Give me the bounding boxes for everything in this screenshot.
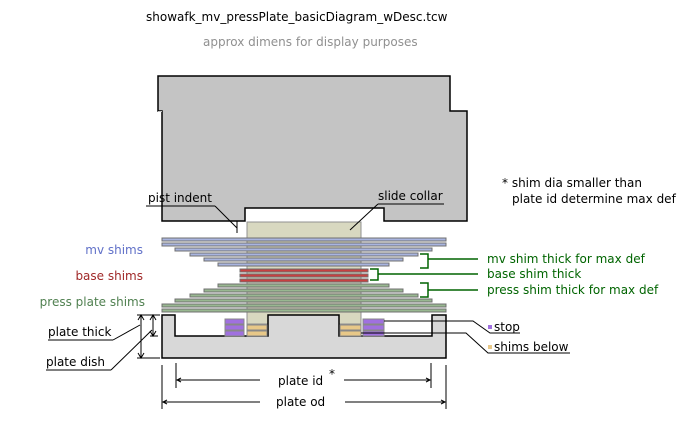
leader-plate-dish [110, 329, 153, 371]
stop-left-2 [224, 324, 245, 331]
base-shim-stack [239, 268, 369, 283]
label-shims-below: shims below [494, 340, 569, 354]
label-base-thick: base shim thick [487, 267, 581, 281]
label-plate-od: plate od [276, 395, 325, 409]
shim-below-left-1 [246, 324, 268, 331]
diagram-subtitle: approx dimens for display purposes [203, 35, 418, 49]
legend-stop-swatch [488, 325, 492, 329]
stop-right-1 [362, 318, 385, 325]
base-shim-1 [239, 268, 369, 273]
leader-slide-collar [349, 203, 379, 231]
mv-shim-2 [161, 242, 447, 247]
label-plate-thick: plate thick [48, 325, 111, 339]
press-shim-3 [189, 293, 419, 298]
mv-shim-stack [161, 237, 447, 267]
dim-plate-id [175, 363, 432, 388]
mv-shim-6 [217, 262, 390, 267]
leader-plate-thick [112, 324, 141, 341]
label-press-thick: press shim thick for max def [487, 283, 659, 297]
stop-left-1 [224, 318, 245, 325]
base-shim-3 [239, 278, 369, 283]
mv-shim-3 [174, 247, 433, 252]
label-plate-dish: plate dish [46, 355, 105, 369]
bracket-press [420, 282, 478, 298]
leader-pist-indent [214, 205, 238, 229]
label-mv-shims: mv shims [85, 243, 143, 257]
shim-below-left-2 [246, 330, 268, 337]
base-shim-2 [239, 273, 369, 278]
label-press-plate-shims: press plate shims [40, 295, 145, 309]
mv-shim-4 [189, 252, 419, 257]
label-plate-id: plate id [278, 374, 323, 388]
label-base-shims: base shims [75, 269, 143, 283]
dim-plate-thick [137, 314, 160, 359]
press-shim-6 [161, 308, 447, 313]
stop-right-2 [362, 324, 385, 331]
press-plate [161, 314, 447, 359]
shim-below-right-1 [339, 324, 362, 331]
label-plate-id-star: * [329, 367, 335, 381]
label-mv-thick: mv shim thick for max def [487, 252, 646, 266]
label-slide-collar: slide collar [378, 189, 443, 203]
mv-shim-5 [203, 257, 404, 262]
piston-patch [158, 111, 162, 112]
press-shim-stack [161, 283, 447, 313]
note-line-2: plate id determine max def [512, 192, 677, 206]
diagram-title: showafk_mv_pressPlate_basicDiagram_wDesc… [146, 10, 448, 24]
press-shim-2 [203, 288, 404, 293]
stop-left-3 [224, 330, 245, 337]
mv-shim-1 [161, 237, 447, 242]
label-pist-indent: pist indent [148, 191, 212, 205]
leader-shims-below [361, 332, 570, 354]
bracket-base [370, 268, 478, 281]
piston-body [157, 75, 468, 222]
legend-shims-below-swatch [488, 345, 492, 349]
press-shim-1 [217, 283, 390, 288]
press-shim-5 [161, 303, 447, 308]
note-line-1: * shim dia smaller than [502, 176, 642, 190]
label-stop: stop [494, 320, 520, 334]
shim-below-right-2 [339, 330, 362, 337]
leader-stop [384, 320, 520, 334]
bracket-mv [420, 253, 478, 269]
press-shim-4 [174, 298, 433, 303]
dim-plate-od [161, 365, 447, 409]
